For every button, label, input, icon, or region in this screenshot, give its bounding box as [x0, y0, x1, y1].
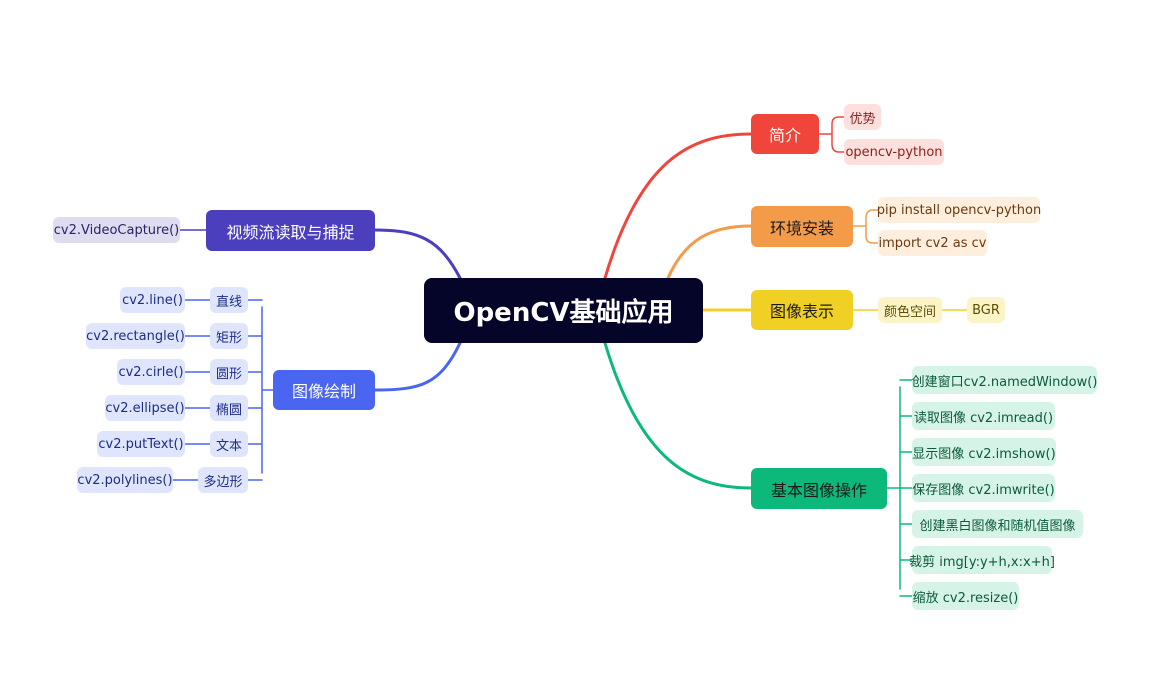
- basic-child-namedwindow[interactable]: 创建窗口cv2.namedWindow(): [912, 366, 1097, 394]
- draw-child-text[interactable]: 文本: [210, 431, 248, 457]
- topic-intro[interactable]: 简介: [751, 114, 819, 154]
- draw-func-ellipse[interactable]: cv2.ellipse(): [105, 395, 185, 421]
- link-root-intro: [603, 132, 753, 280]
- intro-child-opencv-python[interactable]: opencv-python: [844, 139, 944, 165]
- topic-install[interactable]: 环境安装: [751, 206, 853, 247]
- basic-child-resize[interactable]: 缩放 cv2.resize(): [912, 582, 1019, 610]
- link-root-install: [666, 224, 753, 280]
- intro-child-advantage[interactable]: 优势: [844, 104, 881, 130]
- draw-func-line[interactable]: cv2.line(): [120, 287, 185, 313]
- link-root-basic: [603, 341, 753, 490]
- basic-child-create-image[interactable]: 创建黑白图像和随机值图像: [912, 510, 1083, 538]
- topic-video-capture[interactable]: 视频流读取与捕捉: [206, 210, 375, 251]
- draw-child-circle[interactable]: 圆形: [210, 359, 248, 385]
- topic-representation[interactable]: 图像表示: [751, 290, 853, 330]
- draw-func-polygon[interactable]: cv2.polylines(): [77, 467, 173, 493]
- draw-child-line[interactable]: 直线: [210, 287, 248, 313]
- basic-child-crop[interactable]: 裁剪 img[y:y+h,x:x+h]: [909, 546, 1055, 574]
- draw-child-ellipse[interactable]: 椭圆: [210, 395, 248, 421]
- draw-func-text[interactable]: cv2.putText(): [97, 431, 185, 457]
- install-child-import[interactable]: import cv2 as cv: [878, 230, 987, 256]
- root-node[interactable]: OpenCV基础应用: [424, 278, 703, 343]
- topic-drawing[interactable]: 图像绘制: [273, 370, 375, 410]
- link-root-video: [373, 228, 462, 280]
- video-child-videocapture[interactable]: cv2.VideoCapture(): [53, 217, 180, 243]
- draw-child-polygon[interactable]: 多边形: [198, 467, 248, 493]
- bracket-draw: [172, 299, 274, 481]
- basic-child-imread[interactable]: 读取图像 cv2.imread(): [912, 402, 1055, 430]
- draw-child-rectangle[interactable]: 矩形: [210, 323, 248, 349]
- bracket-install: [852, 209, 879, 244]
- bracket-basic: [886, 379, 913, 597]
- link-root-draw: [373, 341, 462, 392]
- basic-child-imshow[interactable]: 显示图像 cv2.imshow(): [912, 438, 1056, 466]
- draw-func-circle[interactable]: cv2.cirle(): [117, 359, 185, 385]
- draw-func-rectangle[interactable]: cv2.rectangle(): [86, 323, 185, 349]
- repr-child-colorspace[interactable]: 颜色空间: [878, 297, 942, 323]
- install-child-pip[interactable]: pip install opencv-python: [877, 197, 1041, 223]
- bracket-intro: [818, 116, 845, 153]
- repr-grandchild-bgr[interactable]: BGR: [967, 297, 1005, 323]
- topic-basic-ops[interactable]: 基本图像操作: [751, 468, 887, 509]
- basic-child-imwrite[interactable]: 保存图像 cv2.imwrite(): [912, 474, 1055, 502]
